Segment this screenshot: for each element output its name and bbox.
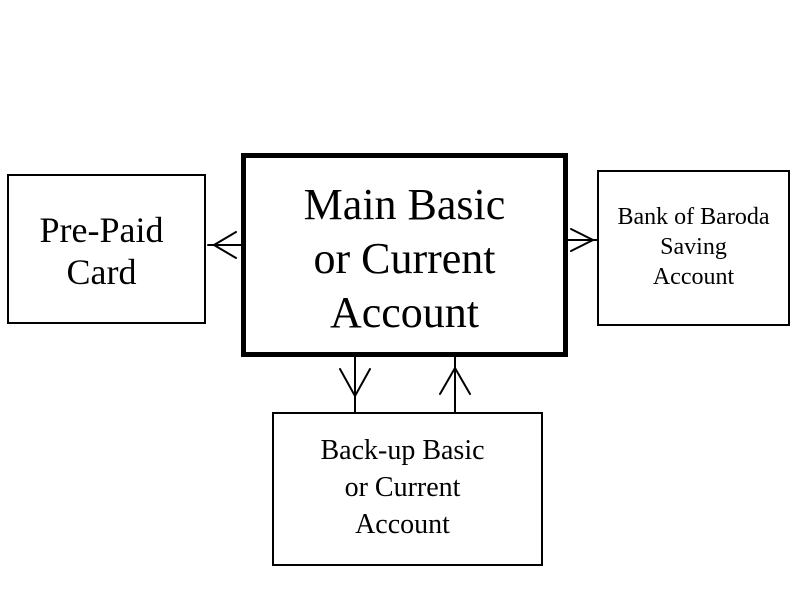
main-account-label: Main Basic or Current Account bbox=[246, 178, 563, 340]
main-account-label-line-1: Main Basic bbox=[303, 180, 506, 229]
backup-account-label-line-3: Account bbox=[355, 509, 450, 540]
backup-account-label: Back-up Basic or Current Account bbox=[274, 432, 541, 543]
main-account-label-line-3: Account bbox=[329, 288, 480, 337]
bank-of-baroda-label-line-3: Account bbox=[652, 264, 735, 290]
prepaid-card-label: Pre-Paid Card bbox=[9, 209, 204, 293]
arrow-backup-to-main bbox=[439, 356, 471, 413]
bank-of-baroda-label: Bank of Baroda Saving Account bbox=[599, 202, 788, 292]
backup-account-label-line-2: or Current bbox=[344, 472, 461, 503]
prepaid-card-box: Pre-Paid Card bbox=[7, 174, 206, 324]
prepaid-card-label-line-2: Card bbox=[66, 252, 137, 292]
prepaid-card-label-line-1: Pre-Paid bbox=[39, 210, 164, 250]
bank-of-baroda-label-line-2: Saving bbox=[660, 234, 727, 260]
main-account-label-line-2: or Current bbox=[313, 234, 496, 283]
backup-account-box: Back-up Basic or Current Account bbox=[272, 412, 543, 566]
arrow-main-to-prepaid bbox=[207, 231, 242, 259]
bank-of-baroda-label-line-1: Bank of Baroda bbox=[617, 204, 770, 230]
main-account-box: Main Basic or Current Account bbox=[241, 153, 568, 357]
backup-account-label-line-1: Back-up Basic bbox=[320, 435, 485, 466]
arrow-main-to-bob bbox=[567, 228, 598, 252]
bank-of-baroda-box: Bank of Baroda Saving Account bbox=[597, 170, 790, 326]
arrow-main-to-backup bbox=[339, 356, 371, 413]
